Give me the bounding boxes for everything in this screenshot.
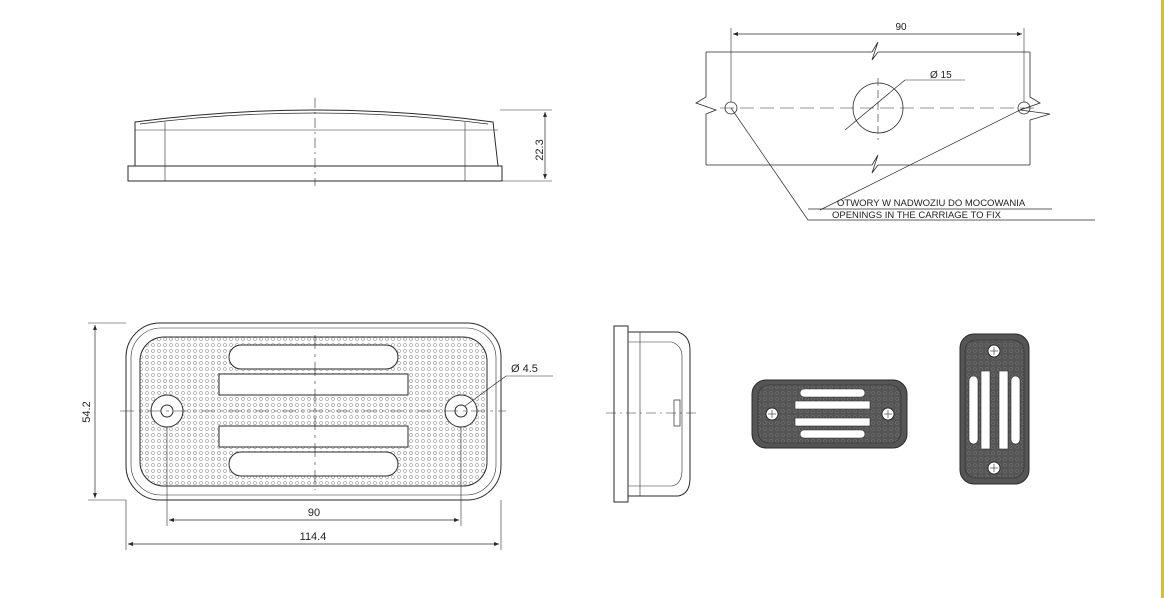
mount-note-en: OPENINGS IN THE CARRIAGE TO FIX	[832, 210, 1002, 221]
mount-note-pl: OTWORY W NADWOZIU DO MOCOWANIA	[837, 198, 1026, 209]
isometric-view-vertical	[959, 333, 1030, 485]
isometric-view-horizontal	[751, 379, 908, 449]
front-hole-label: Ø 4.5	[511, 363, 538, 375]
front-height-label: 54.2	[81, 401, 93, 422]
front-view	[88, 322, 553, 550]
front-width-label: 114.4	[300, 531, 327, 543]
mount-hole-label: Ø 15	[930, 70, 952, 81]
page-edge	[1161, 0, 1164, 598]
side-profile-view	[606, 325, 700, 503]
side-view	[127, 98, 552, 186]
front-spacing-label: 90	[308, 507, 320, 519]
side-height-label: 22.3	[534, 139, 546, 160]
mount-spacing-label: 90	[895, 22, 907, 33]
mounting-diagram	[695, 28, 1095, 221]
